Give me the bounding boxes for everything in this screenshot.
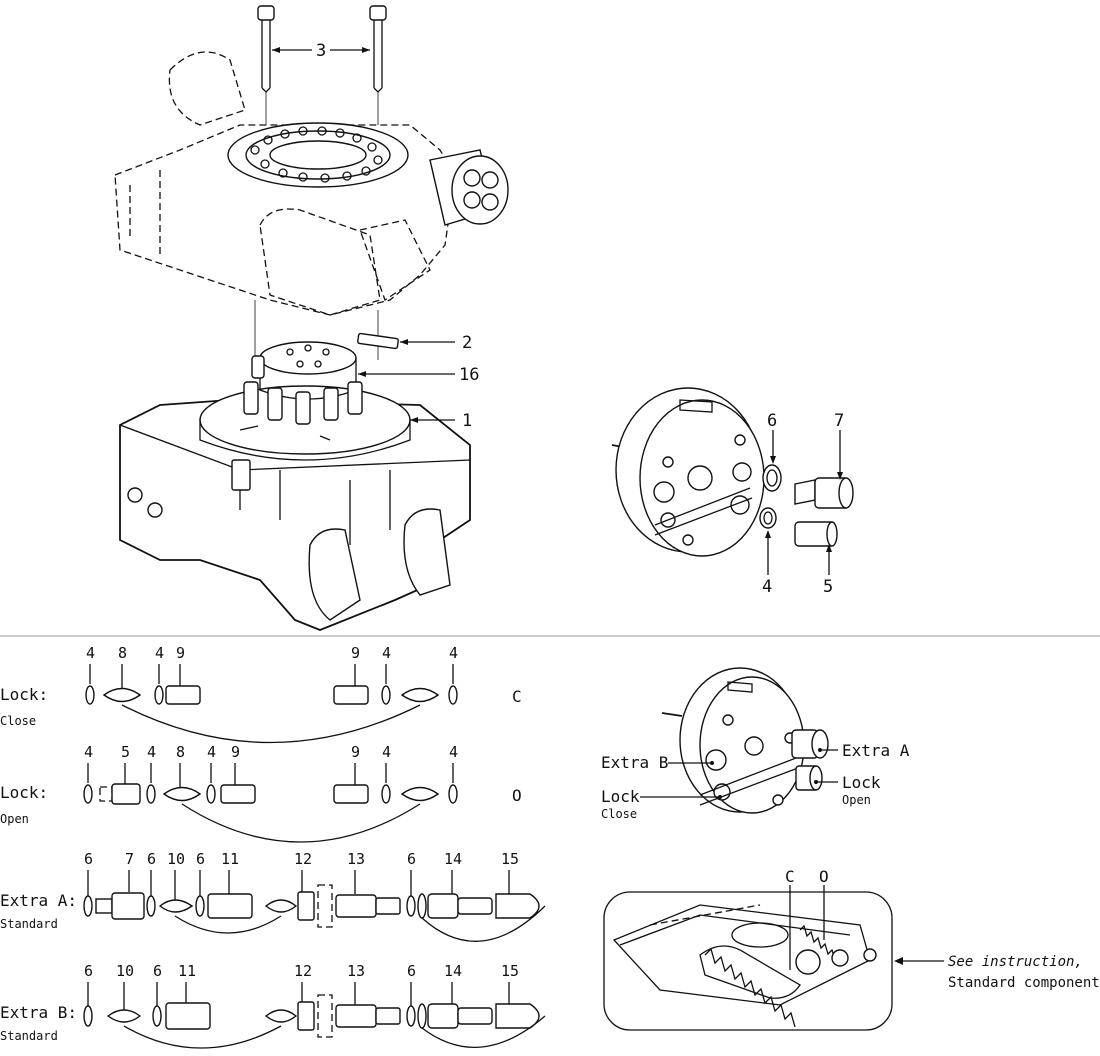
part-number: 4: [155, 644, 164, 662]
label-lock-open-sub: Open: [842, 793, 871, 807]
part-number: 12: [294, 962, 312, 980]
lower-mount-bracket: [119, 332, 471, 631]
see-instruction-arrow: [894, 957, 944, 965]
part-number: 4: [147, 743, 156, 761]
row-title: Lock:: [0, 685, 48, 704]
row-extra-a: Extra A: Standard 6 7 6 10 6 11 12 13 6 …: [0, 850, 546, 942]
part-number: 4: [207, 743, 216, 761]
part-number: 6: [196, 850, 205, 868]
part-number: 7: [125, 850, 134, 868]
label-lock-open: Lock: [842, 773, 881, 792]
row-end-letter: O: [512, 786, 522, 805]
label-lock-close-sub: Close: [601, 807, 637, 821]
part-number: 6: [153, 962, 162, 980]
callout-7: 7: [834, 411, 844, 431]
part-number: 13: [347, 850, 365, 868]
callout-5: 5: [823, 577, 833, 597]
row-lock-close: Lock: Close C 4 8 4 9 9 4 4: [0, 644, 522, 744]
row-subtitle: Close: [0, 714, 36, 728]
note-see-instruction: See instruction,: [948, 954, 1083, 970]
part-number: 9: [176, 644, 185, 662]
part-number: 6: [84, 962, 93, 980]
part-number: 8: [176, 743, 185, 761]
callout-6: 6: [767, 411, 777, 431]
detail-label-c: C: [785, 867, 795, 886]
callouts-top-right: [765, 430, 843, 575]
part-number: 4: [86, 644, 95, 662]
hydraulic-port-block: [429, 149, 509, 226]
part-number: 9: [351, 743, 360, 761]
label-lock-close: Lock: [601, 787, 640, 806]
callouts-top-left: [272, 47, 455, 423]
part-number: 11: [221, 850, 239, 868]
row-title: Extra B:: [0, 1003, 77, 1022]
part-number: 5: [121, 743, 130, 761]
row-extra-b: Extra B: Standard 6 10 6 11 12 13 6 14 1…: [0, 962, 546, 1049]
port-leaders: [640, 748, 838, 799]
part-number: 4: [382, 743, 391, 761]
callout-3: 3: [316, 41, 326, 61]
part-number: 9: [231, 743, 240, 761]
row-lock-open: Lock: Open O 4 5 4 8 4 9 9 4 4: [0, 743, 522, 843]
note-standard-components: Standard components: [948, 975, 1100, 991]
swivel-port-view: [661, 667, 829, 814]
row-subtitle: Standard: [0, 1029, 58, 1043]
valve-detail-box: [603, 885, 893, 1031]
part-number: 6: [84, 850, 93, 868]
label-extra-b: Extra B: [601, 753, 668, 772]
part-number: 6: [147, 850, 156, 868]
row-end-letter: C: [512, 687, 522, 706]
callout-1: 1: [462, 411, 472, 431]
part-number: 8: [118, 644, 127, 662]
callout-16: 16: [459, 365, 479, 385]
part-number: 11: [178, 962, 196, 980]
row-title: Extra A:: [0, 891, 77, 910]
part-number: 10: [116, 962, 134, 980]
part-number: 15: [501, 850, 519, 868]
part-number: 6: [407, 850, 416, 868]
part-number: 15: [501, 962, 519, 980]
part-number: 4: [449, 743, 458, 761]
part-number: 14: [444, 850, 462, 868]
callout-4: 4: [762, 577, 772, 597]
part-number: 9: [351, 644, 360, 662]
part-number: 10: [167, 850, 185, 868]
row-subtitle: Standard: [0, 917, 58, 931]
detail-label-o: O: [819, 867, 829, 886]
part-number: 14: [444, 962, 462, 980]
row-subtitle: Open: [0, 812, 29, 826]
part-number: 12: [294, 850, 312, 868]
swivel-exploded-view: [611, 387, 854, 557]
callout-2: 2: [462, 333, 472, 353]
label-extra-a: Extra A: [842, 741, 910, 760]
row-title: Lock:: [0, 783, 48, 802]
ring-bolt-holes: [250, 126, 383, 183]
part-number: 4: [449, 644, 458, 662]
part-number: 6: [407, 962, 416, 980]
part-number: 4: [382, 644, 391, 662]
upper-rotator-housing: [114, 5, 509, 360]
hub-bolts: [243, 355, 363, 425]
part-number: 4: [84, 743, 93, 761]
part-number: 13: [347, 962, 365, 980]
